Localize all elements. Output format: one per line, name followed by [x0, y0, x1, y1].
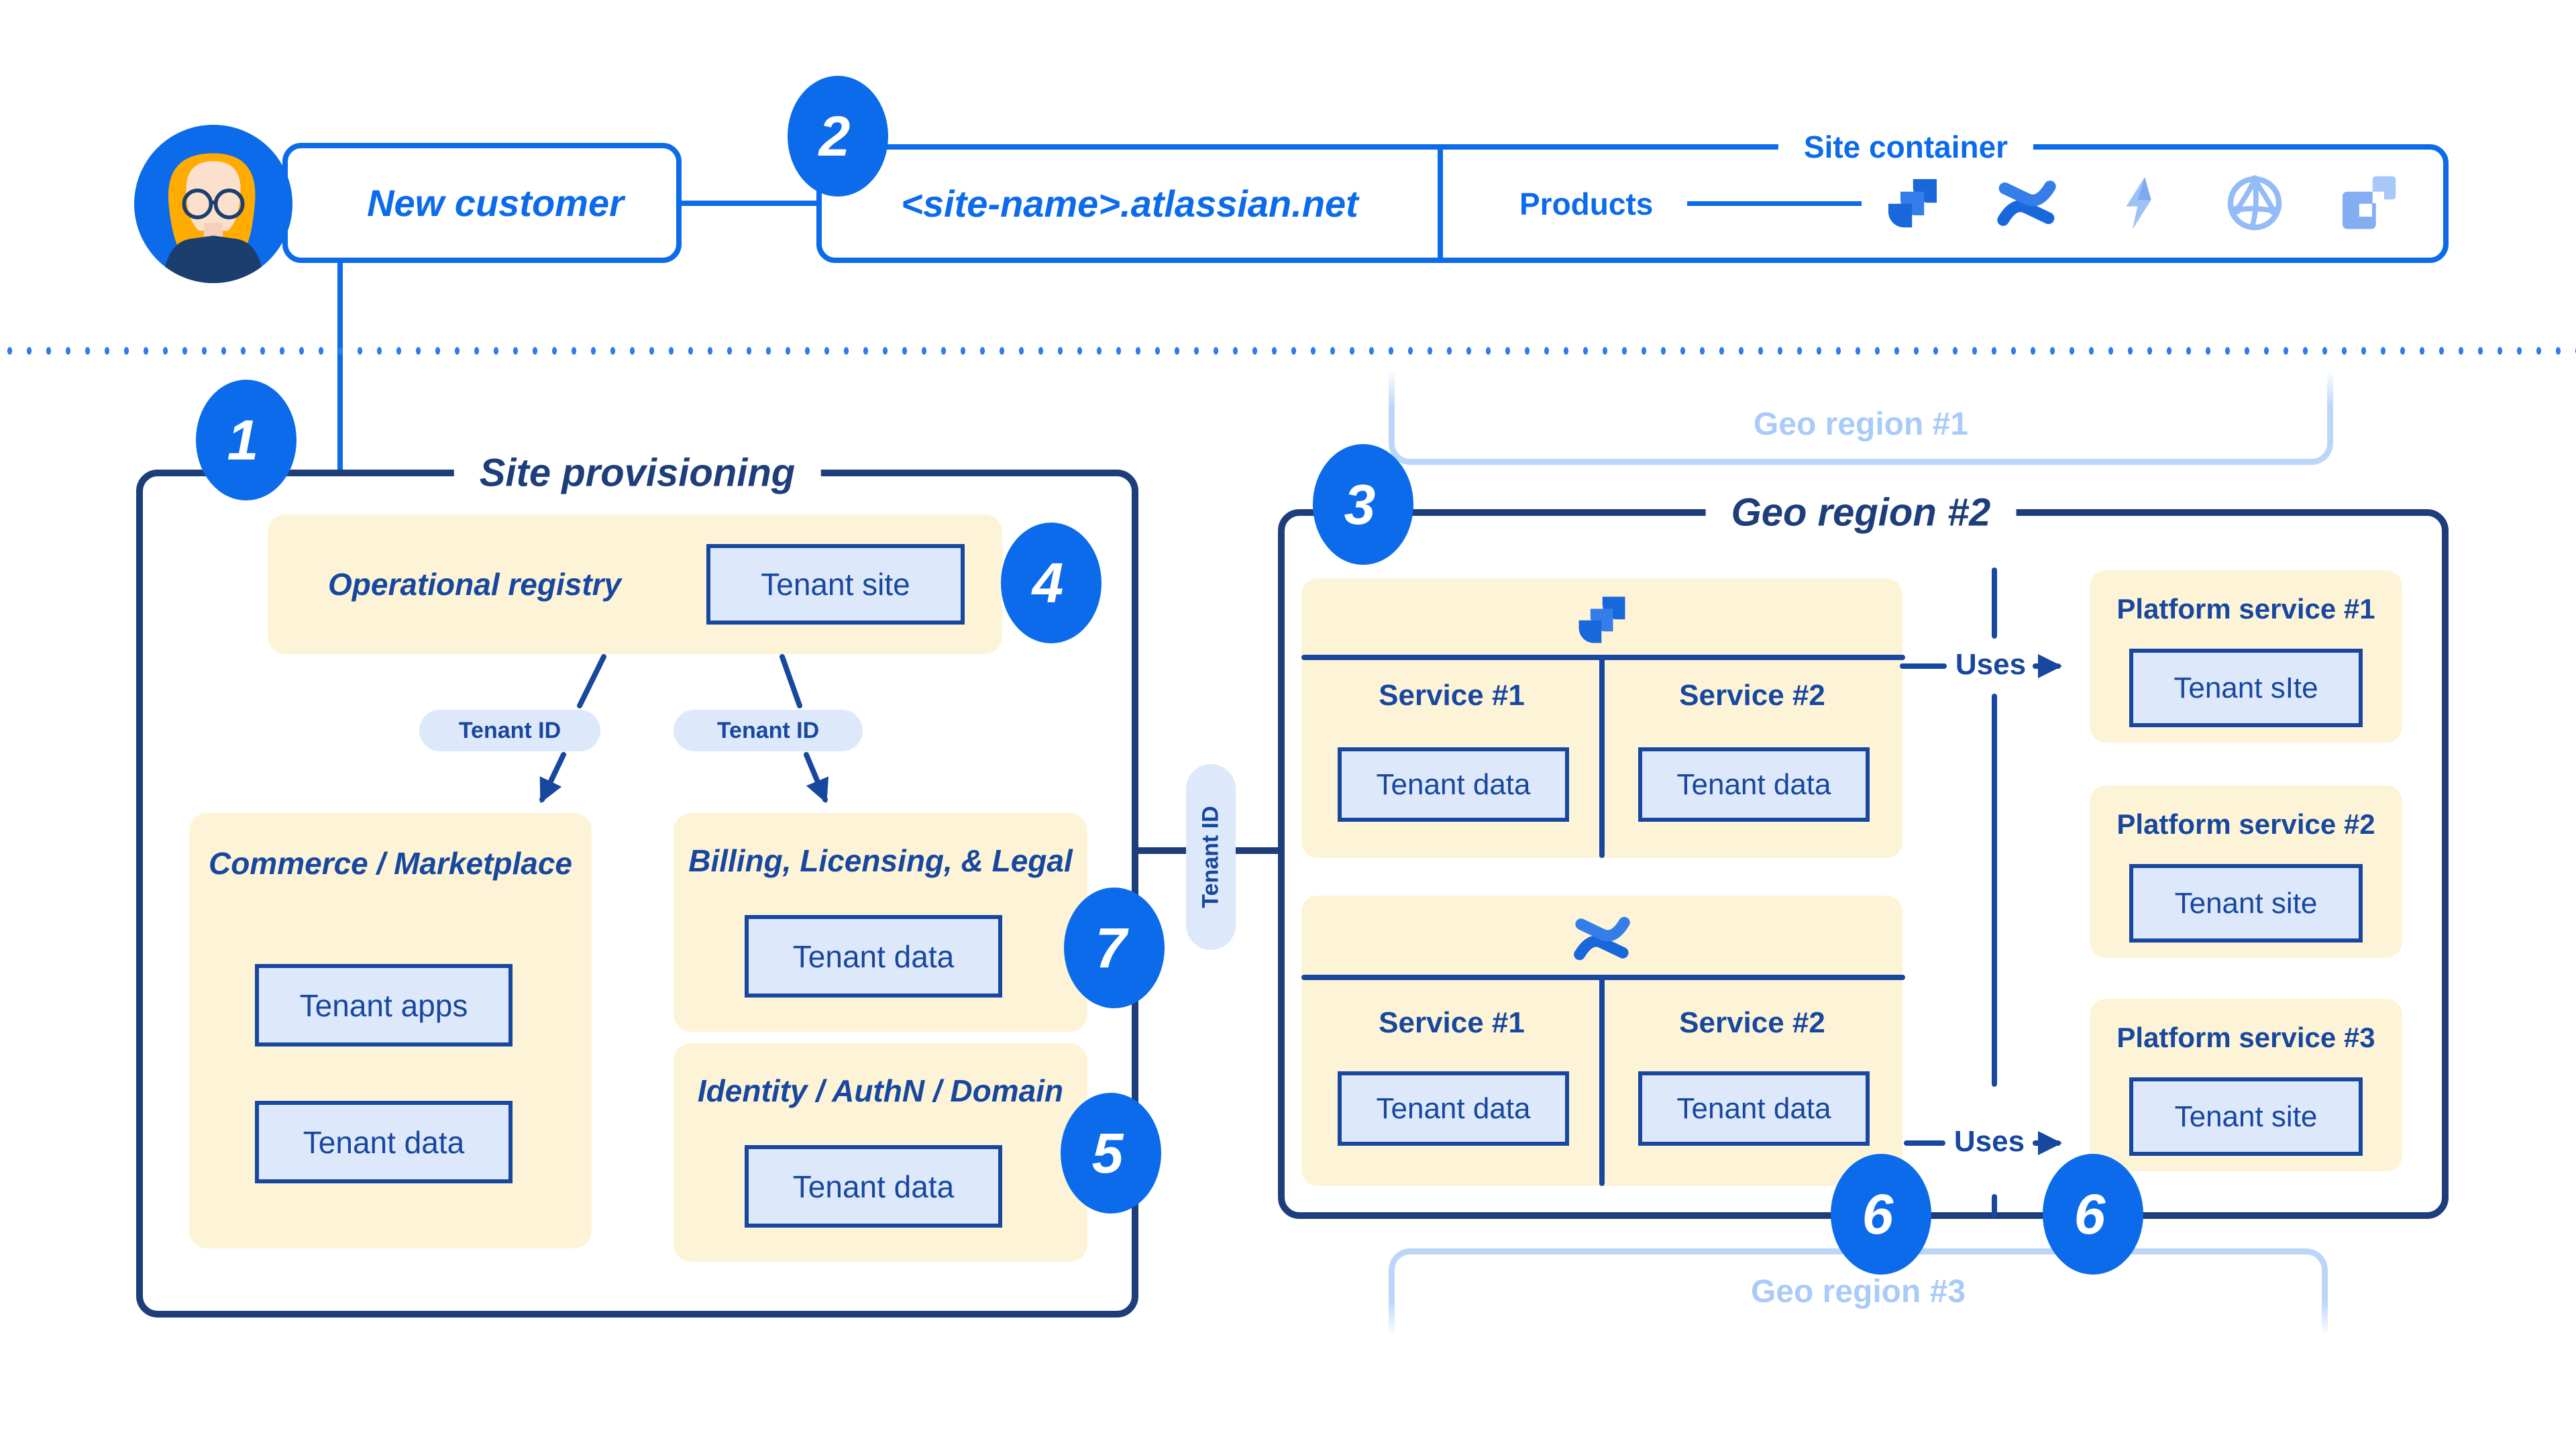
commerce-panel: Commerce / Marketplace Tenant apps Tenan…: [189, 813, 592, 1248]
uses-label-1: Uses: [1955, 648, 2027, 681]
billing-panel: Billing, Licensing, & Legal Tenant data: [674, 813, 1087, 1032]
tenant-data-box: Tenant data: [745, 1145, 1002, 1228]
tenant-id-pill-right: Tenant ID: [674, 710, 863, 751]
platform-service-1-title: Platform service #1: [2116, 593, 2375, 625]
tenant-site-box: Tenant sIte: [2129, 649, 2363, 727]
service-1-label: Service #1: [1379, 679, 1525, 712]
platform-service-2-panel: Platform service #2 Tenant site: [2090, 786, 2402, 958]
tenant-apps-box: Tenant apps: [255, 964, 513, 1046]
step-badge-4: 4: [1001, 523, 1102, 643]
service-1-label: Service #1: [1379, 1006, 1525, 1039]
identity-title: Identity / AuthN / Domain: [697, 1073, 1064, 1108]
step-badge-1: 1: [196, 380, 297, 500]
tenant-data-box: Tenant data: [1638, 747, 1870, 822]
geo-region-1-label: Geo region #1: [1753, 407, 1969, 442]
tenant-data-box: Tenant data: [1638, 1071, 1870, 1146]
service-2-label: Service #2: [1679, 1006, 1825, 1039]
step-badge-2: 2: [788, 76, 888, 197]
site-container-label: Site container: [1778, 125, 2034, 169]
tenant-site-box: Tenant site: [706, 544, 965, 625]
lightning-bolt-icon: [2110, 172, 2171, 237]
platform-service-3-title: Platform service #3: [2116, 1022, 2375, 1053]
tenant-data-box: Tenant data: [255, 1101, 513, 1183]
confluence-icon: [1996, 172, 2057, 237]
tenant-site-box: Tenant site: [2129, 864, 2363, 943]
compass-icon: [2224, 172, 2286, 237]
new-customer-label: New customer: [367, 182, 624, 224]
step-badge-6a: 6: [1831, 1154, 1931, 1275]
tenant-data-box: Tenant data: [745, 915, 1002, 998]
customer-to-site-line: [682, 201, 819, 206]
uses-label-2: Uses: [1953, 1125, 2025, 1158]
identity-panel: Identity / AuthN / Domain Tenant data: [674, 1043, 1087, 1262]
geo-region-1-box: [1389, 370, 2333, 465]
operational-registry-panel: Operational registry Tenant site: [268, 515, 1002, 654]
platform-service-1-panel: Platform service #1 Tenant sIte: [2090, 570, 2402, 743]
geo-region-2-title: Geo region #2: [1705, 486, 2017, 539]
tenant-id-pill-left: Tenant ID: [419, 710, 600, 751]
platform-service-2-title: Platform service #2: [2116, 808, 2375, 840]
customer-to-provisioning-line: [337, 263, 343, 472]
confluence-icon: [1572, 909, 1631, 971]
operational-registry-title: Operational registry: [328, 567, 622, 602]
platform-service-3-panel: Platform service #3 Tenant site: [2090, 999, 2402, 1171]
site-url: <site-name>.atlassian.net: [901, 182, 1358, 225]
site-container-box: <site-name>.atlassian.net Products: [816, 144, 2449, 263]
step-badge-3: 3: [1313, 444, 1413, 565]
jira-product-card: Service #1 Service #2 Tenant data Tenant…: [1301, 578, 1902, 858]
service-2-label: Service #2: [1679, 679, 1825, 712]
dotted-separator: [0, 345, 2576, 356]
products-label: Products: [1519, 186, 1654, 221]
jira-icon: [1882, 172, 1943, 237]
step-badge-6b: 6: [2043, 1154, 2143, 1275]
jira-icon: [1572, 590, 1631, 653]
billing-title: Billing, Licensing, & Legal: [688, 843, 1073, 878]
tenant-id-vertical-pill: Tenant ID: [1186, 764, 1236, 950]
products-dash-line: [1687, 201, 1862, 206]
squares-icon: [2338, 172, 2400, 237]
site-container-divider: [1438, 150, 1443, 258]
tenant-site-box: Tenant site: [2129, 1077, 2363, 1156]
tenant-id-vertical-label: Tenant ID: [1197, 806, 1224, 908]
step-badge-5: 5: [1061, 1093, 1161, 1214]
tenant-data-box: Tenant data: [1338, 747, 1569, 822]
commerce-title: Commerce / Marketplace: [208, 846, 573, 881]
site-provisioning-title: Site provisioning: [453, 446, 821, 500]
confluence-product-card: Service #1 Service #2 Tenant data Tenant…: [1301, 896, 1902, 1186]
tenant-data-box: Tenant data: [1338, 1071, 1569, 1146]
geo-region-3-label: Geo region #3: [1750, 1274, 1966, 1309]
avatar: [134, 125, 292, 283]
new-customer-box: New customer: [282, 143, 682, 263]
step-badge-7: 7: [1064, 888, 1165, 1008]
